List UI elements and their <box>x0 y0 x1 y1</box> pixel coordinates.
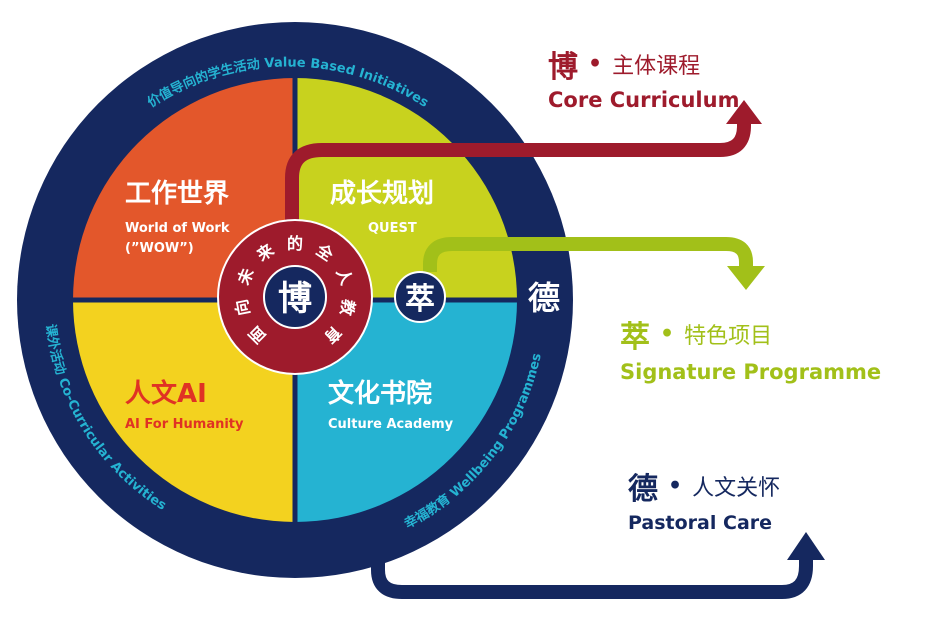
quest-title: 成长规划 <box>330 179 434 209</box>
center-ring-char: 向 <box>232 298 254 317</box>
wow-title: 工作世界 <box>125 179 229 209</box>
ai-title: 人文AI <box>125 378 207 409</box>
arrow-signature <box>423 237 753 272</box>
quadrant-ai <box>73 300 295 522</box>
quadrant-culture <box>295 300 517 522</box>
signature-char: 萃 <box>405 282 435 317</box>
legend-sig-cn-text: 特色项目 <box>684 324 773 349</box>
legend-core-cn-text: 主体课程 <box>612 54 701 79</box>
arrow-pastoral-head <box>787 532 825 560</box>
legend-core-en: Core Curriculum <box>548 88 740 112</box>
culture-title: 文化书院 <box>328 378 432 409</box>
legend-pastoral-care: 德 • 人文关怀 Pastoral Care <box>628 464 780 534</box>
legend-core-cn: 博 • 主体课程 <box>548 42 739 86</box>
arrow-signature-head <box>727 266 765 290</box>
legend-sig-cn: 萃 • 特色项目 <box>620 312 881 356</box>
center-core <box>263 265 327 329</box>
legend-past-cn-text: 人文关怀 <box>692 476 781 501</box>
culture-subtitle: Culture Academy <box>328 417 454 432</box>
legend-sig-en: Signature Programme <box>620 360 882 384</box>
center-ring-char: 未 <box>233 265 257 288</box>
core-char: 博 <box>278 279 312 319</box>
legend-sig-dot: • <box>660 321 675 347</box>
legend-past-dot: • <box>668 473 683 499</box>
legend-signature-programme: 萃 • 特色项目 Signature Programme <box>620 312 881 384</box>
legend-past-en: Pastoral Care <box>628 512 773 534</box>
wow-subtitle-2: (”WOW”) <box>125 241 194 256</box>
signature-circle <box>394 271 446 323</box>
legend-core-char: 博 <box>548 50 578 85</box>
legend-core-dot: • <box>588 51 603 77</box>
center-ring-char: 教 <box>336 298 358 318</box>
legend-core-curriculum: 博 • 主体课程 Core Curriculum <box>548 42 739 112</box>
wow-subtitle: World of Work <box>125 221 230 236</box>
quest-subtitle: QUEST <box>368 221 417 236</box>
legend-past-cn: 德 • 人文关怀 <box>628 464 780 508</box>
pastoral-char: 德 <box>528 279 560 317</box>
ai-subtitle: AI For Humanity <box>125 417 244 432</box>
legend-past-char: 德 <box>628 472 658 507</box>
legend-sig-char: 萃 <box>620 320 650 355</box>
center-ring-char: 的 <box>287 234 303 253</box>
arrow-core-curriculum <box>285 119 751 262</box>
arrow-pastoral <box>371 512 813 599</box>
arrow-core-head <box>726 100 762 124</box>
